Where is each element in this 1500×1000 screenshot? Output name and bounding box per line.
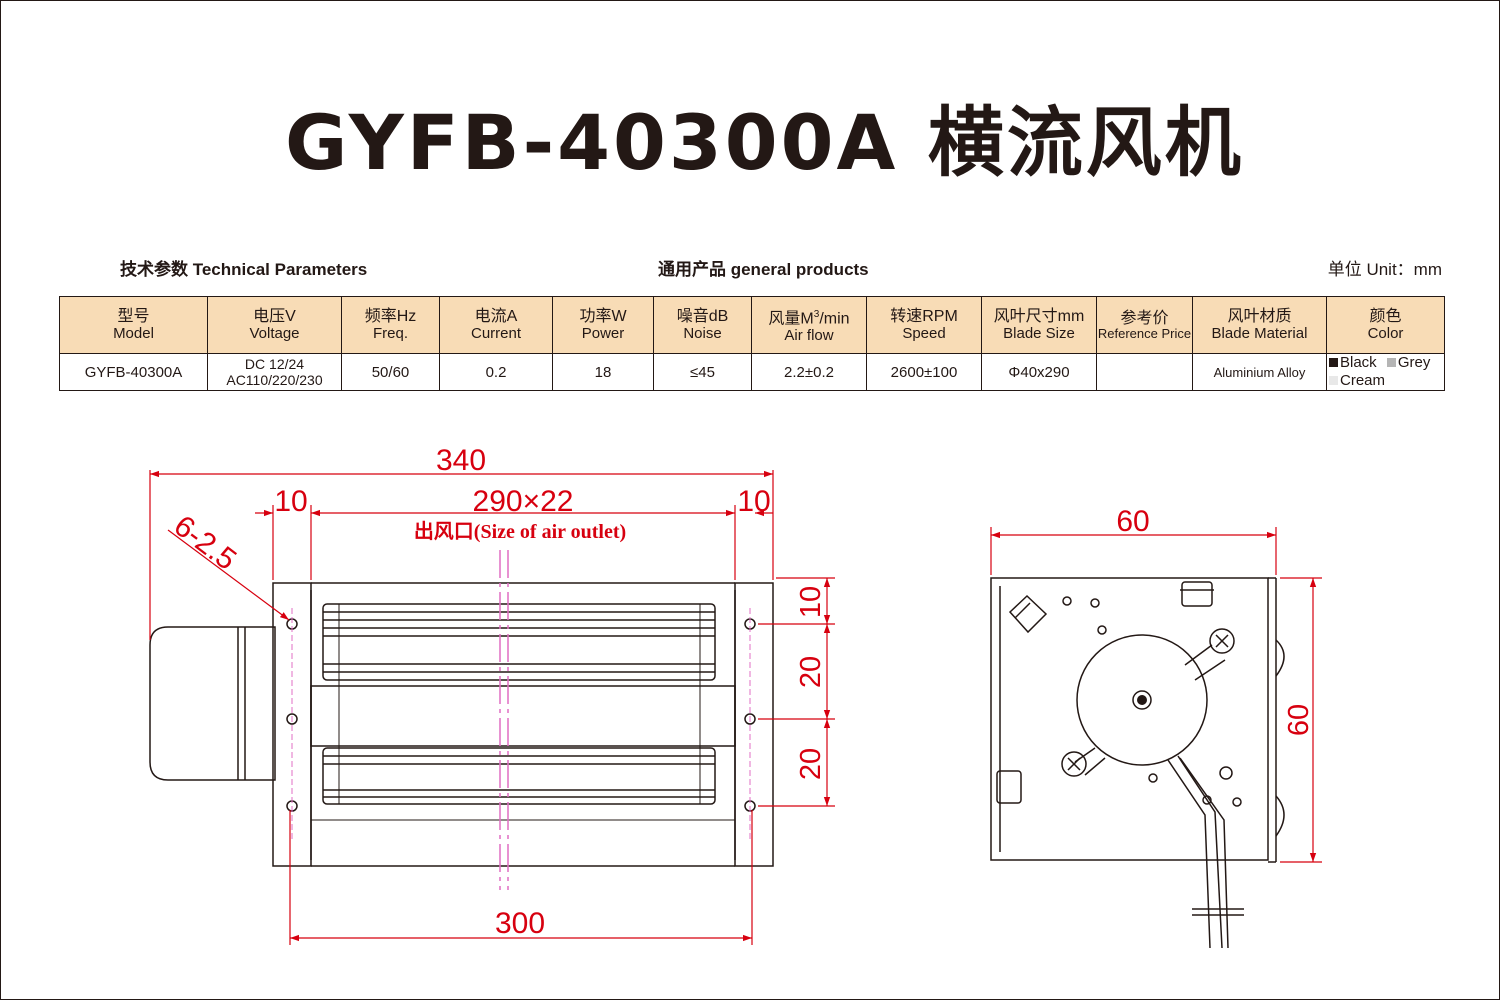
black-swatch-icon [1329,358,1338,367]
dim-side-width: 60 [1116,505,1149,538]
dim-mount-span: 300 [495,907,545,940]
cell-current: 0.2 [439,353,553,391]
color-option-grey: Grey [1386,354,1430,371]
cell-blade-size: Φ40x290 [981,353,1097,391]
dim-top-offset: 10 [795,586,827,618]
cream-swatch-icon [1329,376,1338,385]
cell-noise: ≤45 [653,353,752,391]
technical-parameters-heading: 技术参数 Technical Parameters [120,260,368,279]
air-outlet [310,685,736,747]
side-housing [990,577,1269,861]
unit-label: 单位 Unit：mm [1327,260,1442,279]
page-title: GYFB-40300A 横流风机 [285,98,1244,187]
color-option-black: Black [1329,354,1377,371]
dim-outlet-size: 290×22 [473,485,574,518]
cell-speed: 2600±100 [866,353,982,391]
impeller-lower [322,747,716,805]
dim-hole-pitch-lower: 20 [795,748,827,780]
dim-left-margin: 10 [274,485,307,518]
dim-hole-count-diameter: 6-2.5 [168,509,242,577]
side-view-drawing: 60 60 [990,505,1322,949]
motor-body [1076,634,1208,766]
dim-overall-length: 340 [436,444,486,477]
air-outlet-label: 出风口(Size of air outlet) [414,520,626,543]
impeller-upper [322,603,716,681]
dim-hole-pitch-upper: 20 [795,656,827,688]
center-line [499,550,509,890]
front-view-drawing: 340 10 290×22 10 6-2.5 出风口(Size of air o… [149,444,835,945]
cell-blade-material: Aluminium Alloy [1192,353,1327,391]
cell-power: 18 [552,353,654,391]
grey-swatch-icon [1386,358,1396,367]
dim-right-margin: 10 [737,485,770,518]
color-option-cream: Cream [1329,372,1385,389]
cell-freq: 50/60 [341,353,440,391]
dim-side-height: 60 [1283,704,1315,736]
motor-housing [149,626,276,781]
cell-model: GYFB-40300A [59,353,208,391]
cell-color: Black Grey Cream [1326,353,1445,391]
cell-price [1096,353,1193,391]
general-products-heading: 通用产品 general products [658,260,869,279]
